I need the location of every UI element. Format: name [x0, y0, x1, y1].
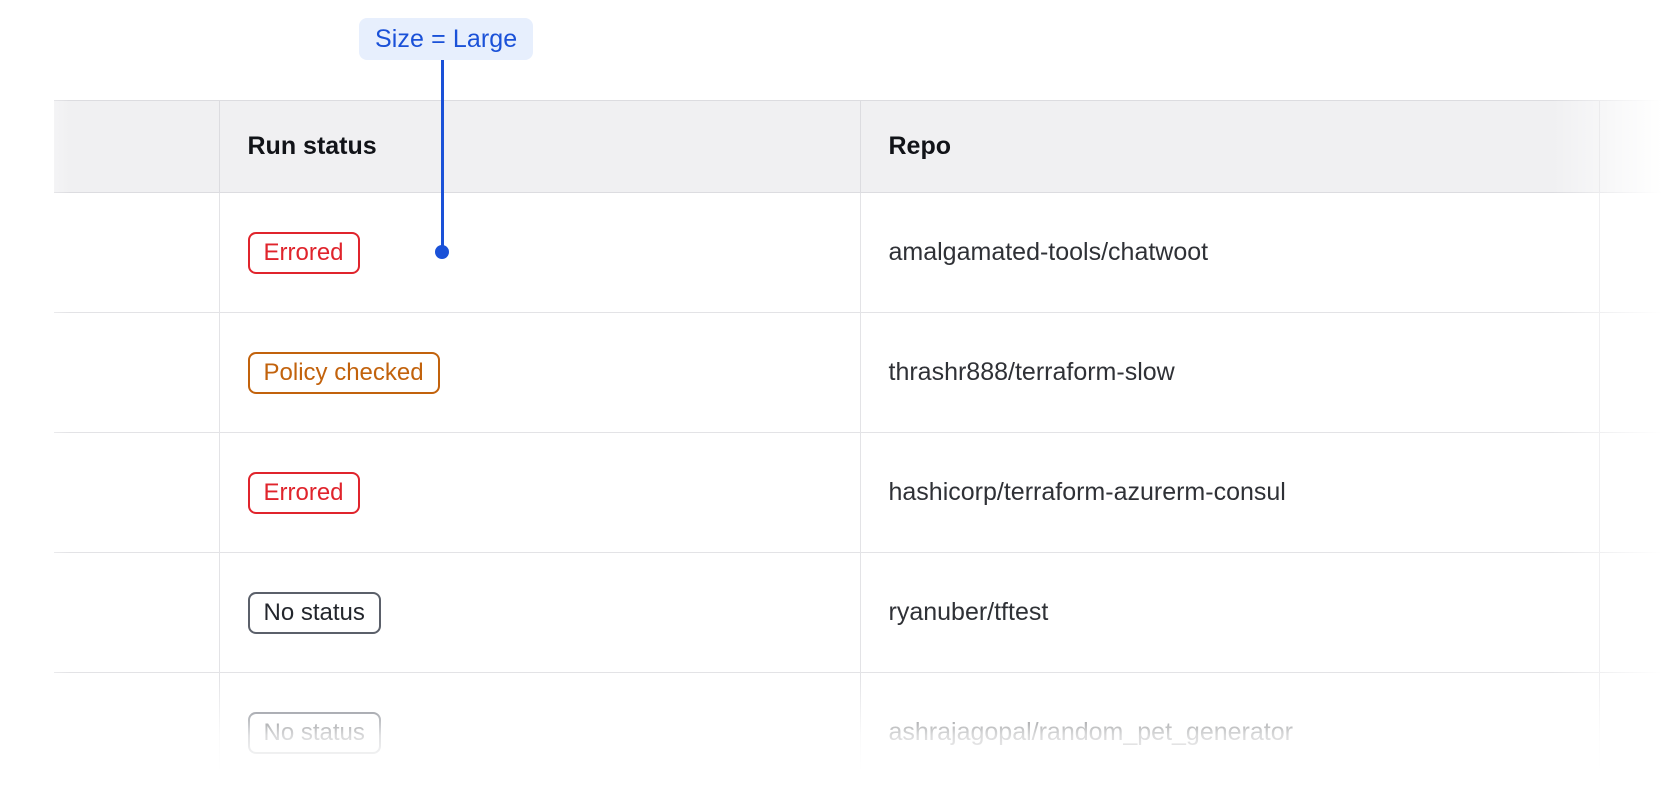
- table-row[interactable]: Policy checked thrashr888/terraform-slow: [54, 312, 1672, 433]
- row-gutter-cell: [54, 672, 220, 788]
- table-header: Run status Repo: [54, 100, 1672, 193]
- row-tail-cell: [1599, 672, 1672, 788]
- table-body: Errored amalgamated-tools/chatwoot Polic…: [54, 192, 1672, 788]
- row-tail-cell: [1599, 552, 1672, 673]
- row-tail-cell: [1599, 192, 1672, 313]
- table-row[interactable]: Errored amalgamated-tools/chatwoot: [54, 192, 1672, 313]
- status-badge[interactable]: Errored: [247, 231, 360, 274]
- run-status-table-container: Run status Repo Errored amalgamated-tool…: [0, 100, 1672, 788]
- row-tail-cell: [1599, 312, 1672, 433]
- status-badge-label: Errored: [263, 478, 344, 506]
- status-badge-label: No status: [263, 598, 365, 626]
- column-header-repo[interactable]: Repo: [860, 100, 1600, 193]
- table-row[interactable]: No status ryanuber/tftest: [54, 552, 1672, 673]
- run-status-cell: No status: [219, 552, 861, 673]
- status-badge-label: Errored: [263, 238, 344, 266]
- run-status-cell: Errored: [219, 432, 861, 553]
- run-status-cell: Errored: [219, 192, 861, 313]
- row-gutter-cell: [54, 552, 220, 673]
- size-annotation: Size = Large: [0, 0, 1672, 300]
- column-header-gutter: [54, 100, 220, 193]
- table-row[interactable]: No status ashrajagopal/random_pet_genera…: [54, 672, 1672, 788]
- repo-cell[interactable]: ashrajagopal/random_pet_generator: [860, 672, 1600, 788]
- status-badge-label: No status: [263, 718, 365, 746]
- repo-cell[interactable]: amalgamated-tools/chatwoot: [860, 192, 1600, 313]
- column-header-tail: [1599, 100, 1672, 193]
- column-header-run-status[interactable]: Run status: [219, 100, 861, 193]
- status-badge[interactable]: No status: [247, 591, 381, 634]
- run-status-cell: No status: [219, 672, 861, 788]
- run-status-cell: Policy checked: [219, 312, 861, 433]
- row-gutter-cell: [54, 192, 220, 313]
- row-gutter-cell: [54, 432, 220, 553]
- status-badge[interactable]: Errored: [247, 471, 360, 514]
- status-badge-label: Policy checked: [263, 358, 424, 386]
- annotation-badge[interactable]: Size = Large: [359, 18, 534, 60]
- repo-cell[interactable]: hashicorp/terraform-azurerm-consul: [860, 432, 1600, 553]
- annotation-badge-label: Size = Large: [375, 24, 518, 53]
- row-gutter-cell: [54, 312, 220, 433]
- table-row[interactable]: Errored hashicorp/terraform-azurerm-cons…: [54, 432, 1672, 553]
- repo-cell[interactable]: thrashr888/terraform-slow: [860, 312, 1600, 433]
- table-header-row: Run status Repo: [54, 100, 1672, 193]
- row-tail-cell: [1599, 432, 1672, 553]
- status-badge[interactable]: No status: [247, 711, 381, 754]
- status-badge[interactable]: Policy checked: [247, 351, 440, 394]
- runs-table: Run status Repo Errored amalgamated-tool…: [54, 100, 1672, 788]
- repo-cell[interactable]: ryanuber/tftest: [860, 552, 1600, 673]
